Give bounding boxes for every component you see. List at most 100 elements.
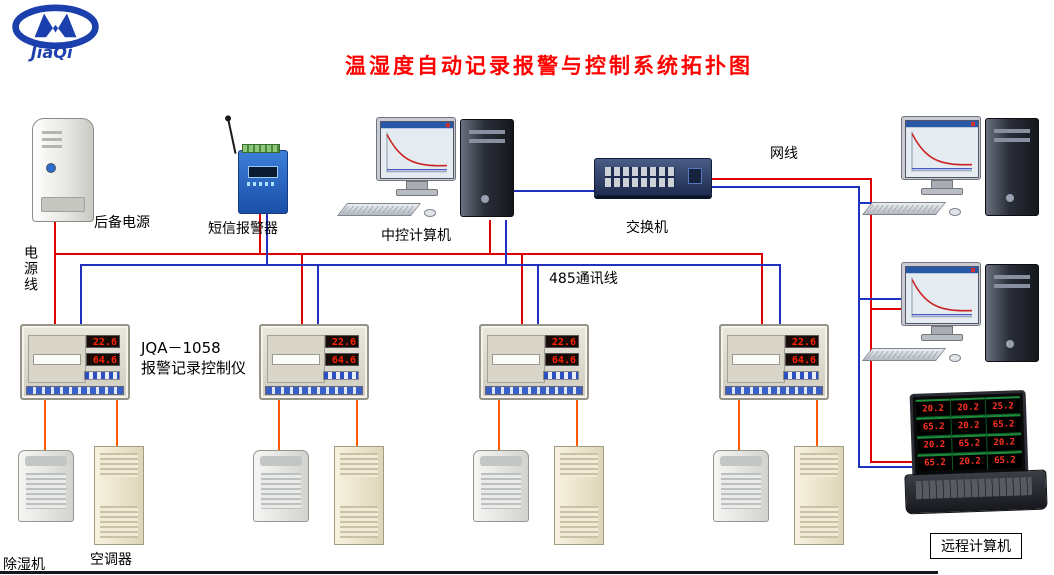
- mouse: [949, 208, 961, 216]
- appliance-wire-2b: [356, 396, 358, 446]
- dehumidifier-label: 除湿机: [3, 557, 45, 573]
- monitor-base: [921, 188, 963, 195]
- humidity-display: 64.6: [545, 353, 579, 366]
- appliance-wire-4b: [816, 396, 818, 446]
- ups-backup-power: [32, 118, 94, 222]
- monitor-base: [921, 334, 963, 341]
- logo-ellipse-icon: [12, 4, 99, 50]
- controller-2: 22.6 64.6: [259, 324, 369, 400]
- keyboard: [336, 203, 422, 216]
- air-conditioner-label: 空调器: [90, 552, 132, 568]
- remote-laptop: 20.2 20.2 25.2 65.2 20.2 65.2 20.2 65.2 …: [904, 390, 1048, 520]
- controller-buttons: [84, 371, 120, 380]
- air-conditioner-2: [334, 446, 384, 545]
- power-wire-sms-drop: [259, 212, 261, 253]
- reading-cell: 20.2: [952, 452, 988, 471]
- reading-cell: 20.2: [987, 432, 1022, 452]
- controller-1: 22.6 64.6: [20, 324, 130, 400]
- pc-tower: [985, 118, 1039, 216]
- air-conditioner-1: [94, 446, 144, 545]
- network-wire-switch-right: [710, 186, 858, 188]
- humidity-display: 64.6: [785, 353, 819, 366]
- trend-chart-screen-icon: [380, 121, 454, 179]
- company-logo: JiaQi: [8, 4, 103, 66]
- bottom-border-line: [0, 571, 938, 574]
- monitor: [901, 262, 981, 326]
- ups-power-button-icon: [46, 163, 56, 173]
- page-title: 温湿度自动记录报警与控制系统拓扑图: [345, 54, 753, 78]
- controller-terminal-strip: [725, 386, 823, 395]
- readings-grid: 20.2 20.2 25.2 65.2 20.2 65.2 20.2 65.2 …: [915, 396, 1023, 472]
- pc-tower: [460, 119, 514, 217]
- comm-line-485-label: 485通讯线: [549, 271, 618, 287]
- remote-computer-1: [861, 116, 1041, 218]
- power-wire-ups-drop: [54, 220, 56, 324]
- power-wire-computer-riser: [489, 220, 491, 253]
- keyboard: [861, 348, 947, 361]
- recorder-paper-slot: [727, 335, 785, 383]
- antenna-icon: [227, 120, 237, 154]
- network-wire-to-middle-pc: [858, 298, 901, 300]
- laptop-screen: 20.2 20.2 25.2 65.2 20.2 65.2 20.2 65.2 …: [909, 390, 1029, 478]
- reading-cell: 65.2: [916, 416, 951, 436]
- controller-buttons: [783, 371, 819, 380]
- controller-terminal-strip: [26, 386, 124, 395]
- mouse: [949, 354, 961, 362]
- reading-cell: 65.2: [987, 450, 1023, 470]
- sms-alarm-label: 短信报警器: [208, 221, 278, 237]
- air-conditioner-3: [554, 446, 604, 545]
- reading-cell: 20.2: [917, 435, 952, 454]
- laptop-keyboard: [904, 469, 1048, 515]
- appliance-wire-3a: [498, 396, 500, 450]
- central-computer: [336, 117, 516, 219]
- reading-cell: 65.2: [952, 433, 987, 453]
- controller-buttons: [323, 371, 359, 380]
- monitor: [376, 117, 456, 181]
- controller-terminal-strip: [485, 386, 583, 395]
- reading-cell: 20.2: [915, 398, 951, 418]
- controller-4: 22.6 64.6: [719, 324, 829, 400]
- dehumidifier-4: [713, 450, 769, 522]
- mouse: [424, 209, 436, 217]
- switch-label: 交换机: [626, 220, 668, 236]
- controller-name-label: 报警记录控制仪: [141, 359, 247, 377]
- temp-display: 22.6: [545, 335, 579, 348]
- power-wire-switch-right: [710, 178, 870, 180]
- trend-chart-screen-icon: [905, 266, 979, 324]
- controller-model-label: JQA－1058: [141, 339, 221, 357]
- remote-computer-label: 远程计算机: [930, 533, 1022, 559]
- comm-wire-computer-riser: [505, 220, 507, 264]
- reading-cell: 20.2: [951, 415, 986, 435]
- comm-wire-sms-drop: [266, 212, 268, 264]
- recorder-paper-slot: [28, 335, 86, 383]
- network-wire-right-vertical: [858, 186, 860, 468]
- sms-led-row-icon: [247, 182, 275, 186]
- reading-cell: 20.2: [950, 397, 986, 416]
- trend-chart-screen-icon: [905, 120, 979, 178]
- dehumidifier-2: [253, 450, 309, 522]
- humidity-display: 64.6: [325, 353, 359, 366]
- power-line-label: 电源线: [22, 245, 38, 293]
- central-computer-label: 中控计算机: [381, 228, 451, 244]
- reading-cell: 65.2: [986, 414, 1021, 433]
- power-wire-controller4-drop: [761, 253, 763, 324]
- comm-wire-controller2-drop: [317, 264, 319, 324]
- appliance-wire-1b: [116, 396, 118, 446]
- keyboard: [861, 202, 947, 215]
- power-wire-controller3-drop: [521, 253, 523, 324]
- comm-wire-bus-485: [80, 264, 781, 266]
- humidity-display: 64.6: [86, 353, 120, 366]
- logo-text: JiaQi: [28, 43, 73, 62]
- monitor-base: [396, 189, 438, 196]
- reading-cell: 65.2: [917, 453, 953, 472]
- temp-display: 22.6: [325, 335, 359, 348]
- power-wire-to-laptop: [870, 461, 918, 463]
- reading-cell: 25.2: [985, 396, 1021, 415]
- power-wire-controller2-drop: [301, 253, 303, 324]
- dehumidifier-3: [473, 450, 529, 522]
- appliance-wire-4a: [738, 396, 740, 450]
- controller-3: 22.6 64.6: [479, 324, 589, 400]
- network-cable-label: 网线: [770, 146, 798, 162]
- comm-wire-controller3-drop: [537, 264, 539, 324]
- power-wire-to-middle-pc: [870, 308, 901, 310]
